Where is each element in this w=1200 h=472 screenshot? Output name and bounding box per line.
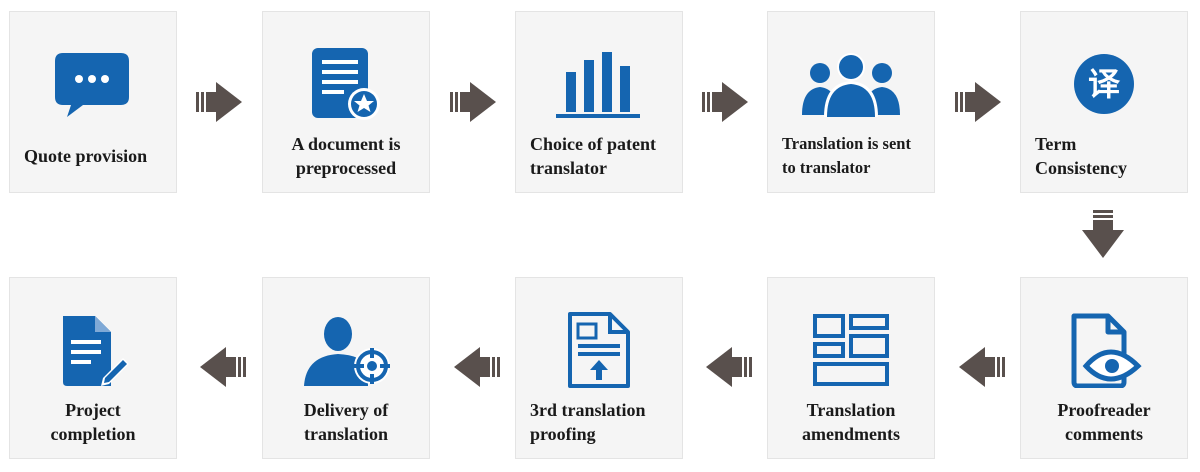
translate-character-glyph: 译: [1088, 65, 1121, 103]
step-label: Quote provision: [24, 146, 148, 166]
step-translation-sent: Translation is sent to translator: [767, 11, 935, 193]
bar-chart-icon: [516, 44, 682, 124]
step-label: Proofreader comments: [1057, 400, 1151, 444]
step-label: A document is preprocessed: [291, 134, 401, 178]
step-project-completion: Project completion: [9, 277, 177, 459]
step-quote-provision: Quote provision: [9, 11, 177, 193]
arrow-down-icon: [1082, 210, 1124, 258]
arrow-left-icon: [200, 347, 246, 387]
step-delivery-of-translation: Delivery of translation: [262, 277, 430, 459]
translate-character-icon: 译: [1021, 44, 1187, 124]
step-label: 3rd translation proofing: [530, 400, 646, 444]
step-label: Choice of patent translator: [530, 134, 656, 178]
document-pen-icon: [10, 310, 176, 390]
step-3rd-translation-proofing: 3rd translation proofing: [515, 277, 683, 459]
arrow-left-icon: [959, 347, 1005, 387]
step-label: Delivery of translation: [303, 400, 389, 444]
arrow-right-icon: [196, 82, 242, 122]
step-term-consistency: 译 Term Consistency: [1020, 11, 1188, 193]
step-label: Translation is sent to translator: [782, 134, 911, 177]
chat-bubble-icon: [10, 44, 176, 124]
step-label: Translation amendments: [802, 400, 900, 444]
step-label: Term Consistency: [1035, 134, 1128, 178]
document-eye-icon: [1021, 310, 1187, 390]
arrow-left-icon: [706, 347, 752, 387]
arrow-right-icon: [702, 82, 748, 122]
step-proofreader-comments: Proofreader comments: [1020, 277, 1188, 459]
step-choice-of-translator: Choice of patent translator: [515, 11, 683, 193]
arrow-left-icon: [454, 347, 500, 387]
arrow-right-icon: [450, 82, 496, 122]
step-translation-amendments: Translation amendments: [767, 277, 935, 459]
step-document-preprocessed: A document is preprocessed: [262, 11, 430, 193]
step-label: Project completion: [50, 400, 136, 444]
document-upload-icon: [516, 310, 682, 390]
team-icon: [768, 44, 934, 124]
layout-blocks-icon: [768, 310, 934, 390]
person-target-icon: [263, 310, 429, 390]
arrow-right-icon: [955, 82, 1001, 122]
document-star-icon: [263, 44, 429, 124]
